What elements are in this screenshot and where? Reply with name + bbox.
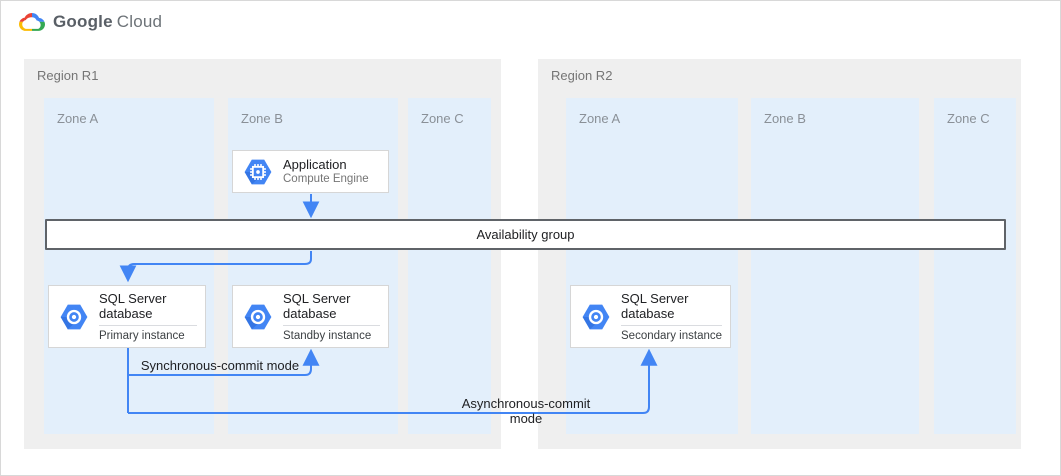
region-r2-label: Region R2 <box>551 68 613 83</box>
region-r1-label: Region R1 <box>37 68 99 83</box>
region-r1-zone-a: Zone A <box>44 98 214 434</box>
zone-label: Zone C <box>421 111 464 126</box>
region-r2-zone-b: Zone B <box>751 98 919 434</box>
divider <box>99 324 197 326</box>
sql-primary-subtitle: Primary instance <box>99 329 185 342</box>
application-title: Application <box>283 157 347 172</box>
sql-standby-subtitle: Standby instance <box>283 329 372 342</box>
zone-label: Zone A <box>57 111 99 126</box>
zone-label: Zone B <box>764 111 806 126</box>
zone-label: Zone C <box>947 111 990 126</box>
sql-primary-node: SQL Server database Primary instance <box>48 285 206 348</box>
sql-secondary-node: SQL Server database Secondary instance <box>570 285 731 348</box>
sql-server-icon <box>582 304 610 329</box>
region-r2: Region R2 Zone A Zone B Zone C <box>538 59 1021 449</box>
availability-group-bar: Availability group <box>45 219 1006 250</box>
sql-primary-title: SQL Server database <box>99 290 167 321</box>
brand-google-text: Google <box>53 11 113 31</box>
region-r1: Region R1 Zone A Zone B Zone C <box>24 59 501 449</box>
sql-server-icon <box>60 304 88 329</box>
region-r1-zone-b: Zone B <box>228 98 398 434</box>
compute-engine-icon <box>244 159 272 184</box>
sql-secondary-subtitle: Secondary instance <box>621 329 723 342</box>
brand-cloud-text: Cloud <box>116 11 163 31</box>
zone-label: Zone B <box>241 111 283 126</box>
region-r1-zone-c: Zone C <box>408 98 491 434</box>
sql-secondary-title: SQL Server database <box>621 290 689 321</box>
sql-server-icon <box>244 304 272 329</box>
sync-commit-label: Synchronous-commit mode <box>140 358 300 373</box>
availability-group-label: Availability group <box>476 227 575 242</box>
application-subtitle: Compute Engine <box>283 173 369 185</box>
async-commit-label: Asynchronous-commit mode <box>461 396 591 426</box>
sql-standby-title: SQL Server database <box>283 290 351 321</box>
region-r2-zone-a: Zone A <box>566 98 738 434</box>
google-cloud-logo-icon <box>19 12 45 31</box>
divider <box>621 324 722 326</box>
sql-standby-node: SQL Server database Standby instance <box>232 285 389 348</box>
divider <box>283 324 380 326</box>
zone-label: Zone A <box>579 111 621 126</box>
application-node: Application Compute Engine <box>232 150 389 193</box>
region-r2-zone-c: Zone C <box>934 98 1016 434</box>
